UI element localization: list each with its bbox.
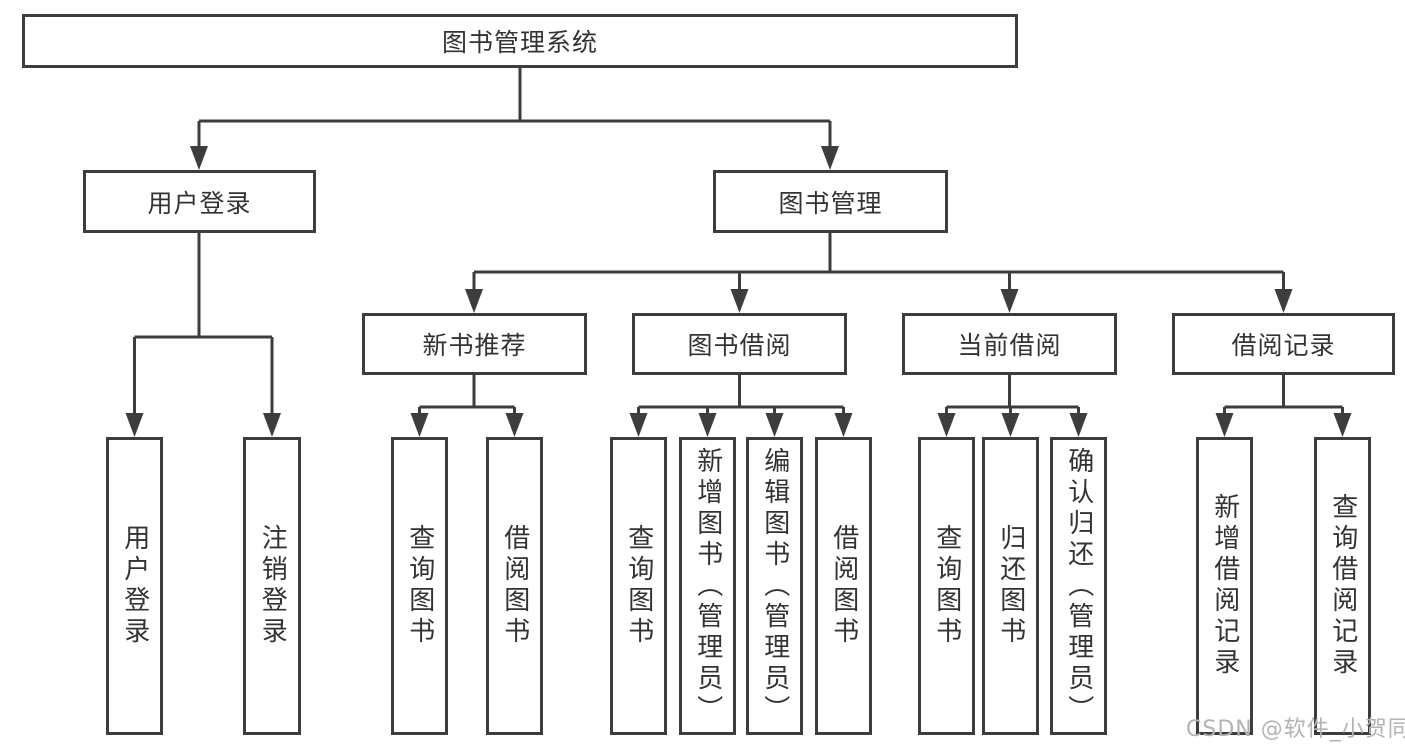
leaf-query-borrow-record: 查询借阅记录: [1314, 437, 1371, 735]
node-borrow-records: 借阅记录: [1172, 313, 1395, 375]
leaf-borrow-books-recommend: 借阅图书: [486, 437, 543, 735]
leaf-logout: 注销登录: [243, 437, 301, 735]
leaf-confirm-return-admin: 确认归还（管理员）: [1050, 437, 1107, 735]
leaf-return-book: 归还图书: [982, 437, 1039, 735]
leaf-query-books-current: 查询图书: [918, 437, 975, 735]
leaf-user-login: 用户登录: [106, 437, 163, 735]
leaf-borrow-books: 借阅图书: [815, 437, 872, 735]
leaf-edit-book-admin: 编辑图书（管理员）: [746, 437, 803, 735]
node-book-management: 图书管理: [713, 170, 948, 233]
leaf-query-books-recommend: 查询图书: [391, 437, 448, 735]
watermark: CSDN @软件_小贺同学: [1186, 717, 1405, 742]
node-book-borrow: 图书借阅: [632, 313, 847, 375]
arrow-down-icons: [125, 146, 1352, 437]
leaf-add-borrow-record: 新增借阅记录: [1196, 437, 1253, 735]
node-new-book-recommend: 新书推荐: [362, 313, 587, 375]
node-current-borrow: 当前借阅: [902, 313, 1117, 375]
connector-lines: [133, 68, 1344, 416]
node-root: 图书管理系统: [22, 14, 1018, 68]
node-user-login: 用户登录: [83, 170, 316, 233]
leaf-query-books-borrow: 查询图书: [610, 437, 667, 735]
leaf-add-book-admin: 新增图书（管理员）: [679, 437, 736, 735]
